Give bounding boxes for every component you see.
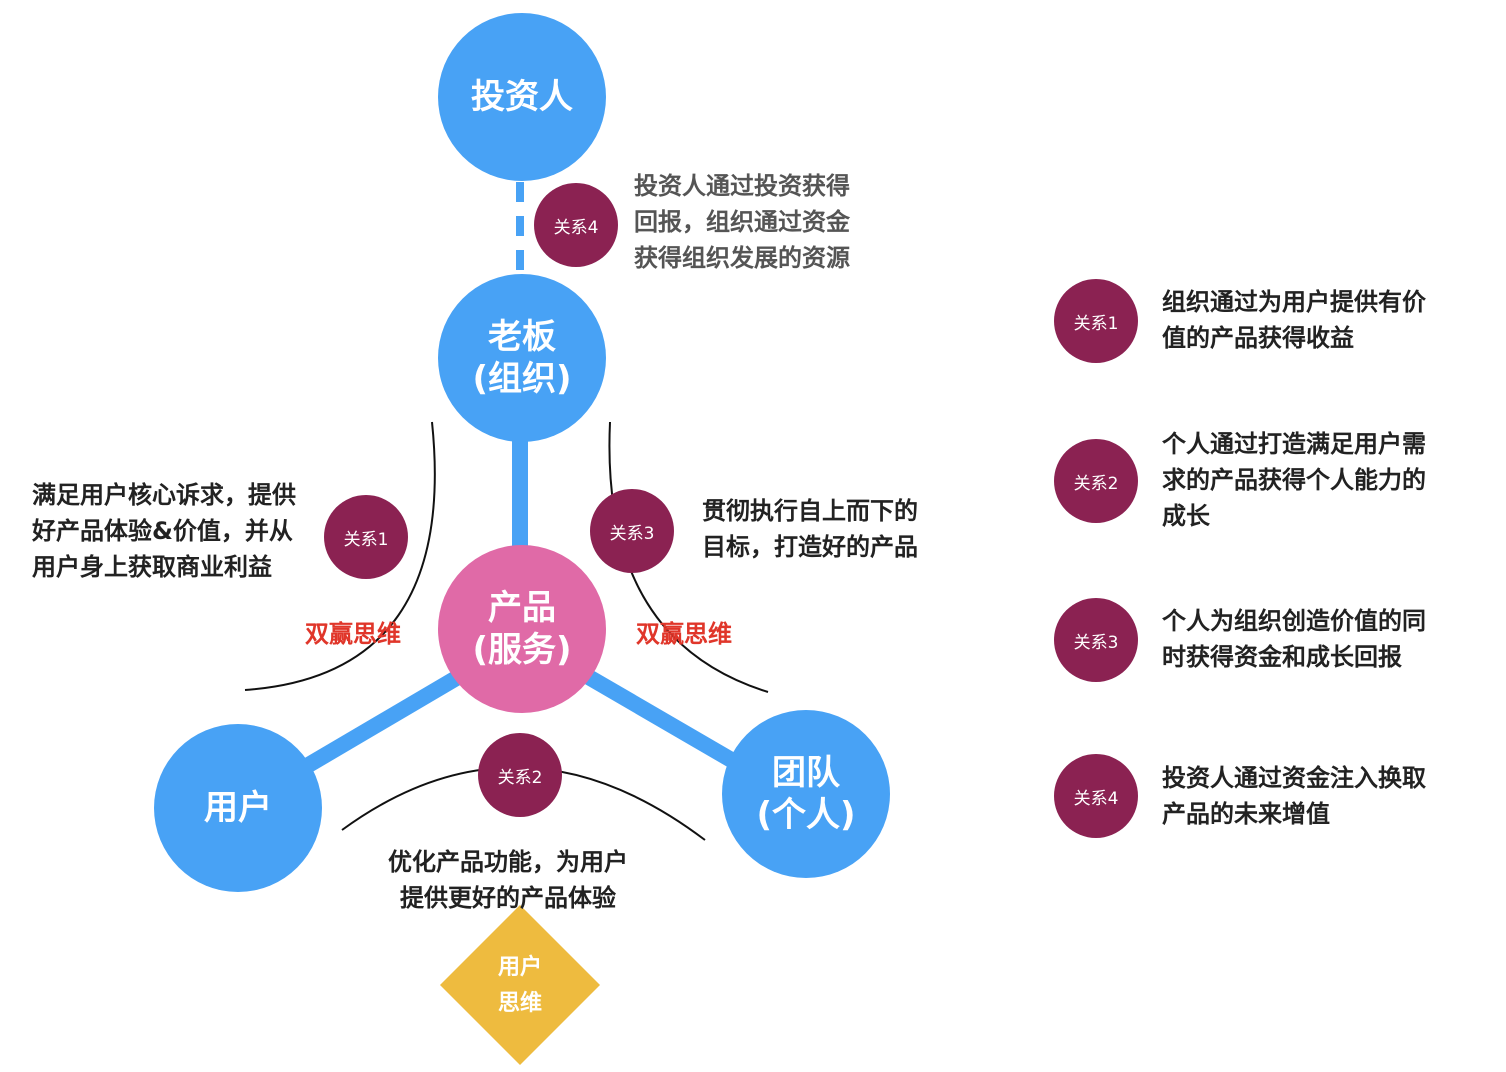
legend-line: 组织通过为用户提供有价 [1162,288,1426,316]
team-label-line2: (个人) [756,795,856,835]
winwin-right-label: 双赢思维 [636,620,732,648]
investor-note: 投资人通过投资获得 回报，组织通过资金 获得组织发展的资源 [634,168,850,276]
legend-badge-1: 关系1 [1054,279,1138,363]
legend-line: 投资人通过资金注入换取 [1162,764,1426,792]
relation4-badge: 关系4 [534,183,618,267]
product-relation-note: 优化产品功能，为用户 提供更好的产品体验 [388,844,628,916]
right-arc [608,421,769,693]
legend-line: 值的产品获得收益 [1162,324,1354,352]
user-label: 用户 [204,787,272,828]
user-thinking-diamond [440,905,600,1065]
relation1-badge: 关系1 [324,495,408,579]
legend-text-3: 个人为组织创造价值的同 时获得资金和成长回报 [1162,603,1426,675]
legend-line: 求的产品获得个人能力的 [1162,466,1426,494]
team-relation-note-line: 贯彻执行自上而下的 [702,497,918,525]
team-relation-note-line: 目标，打造好的产品 [702,533,918,561]
relation3-badge: 关系3 [590,489,674,573]
relation2-badge: 关系2 [478,733,562,817]
user-thinking-line2: 思维 [497,991,542,1016]
investor-note-line: 投资人通过投资获得 [634,172,850,200]
team-node: 团队 (个人) [722,710,890,878]
legend-badge-4: 关系4 [1054,754,1138,838]
product-label-line2: (服务) [472,630,572,670]
user-thinking-line1: 用户 [497,955,542,980]
investor-label: 投资人 [471,76,573,117]
user-thinking-label: 用户 思维 [470,950,570,1022]
team-label-line1: 团队 [772,752,840,793]
legend-text-2: 个人通过打造满足用户需 求的产品获得个人能力的 成长 [1162,426,1426,534]
legend-badge-2: 关系2 [1054,439,1138,523]
product-team-connector [575,665,745,772]
legend-line: 时获得资金和成长回报 [1162,643,1402,671]
boss-node: 老板 (组织) [438,274,606,442]
team-relation-note: 贯彻执行自上而下的 目标，打造好的产品 [702,493,918,565]
product-relation-note-line: 优化产品功能，为用户 [388,848,628,876]
legend-line: 个人通过打造满足用户需 [1162,430,1426,458]
legend-line: 个人为组织创造价值的同 [1162,607,1426,635]
boss-label-line2: (组织) [472,359,572,399]
boss-label-line1: 老板 [488,316,556,357]
investor-node: 投资人 [438,13,606,181]
product-label-line1: 产品 [488,587,556,628]
investor-note-line: 获得组织发展的资源 [634,244,850,272]
user-relation-note-line: 用户身上获取商业利益 [32,553,272,581]
winwin-left-label: 双赢思维 [305,620,401,648]
legend-line: 产品的未来增值 [1162,800,1330,828]
left-arc [244,421,436,691]
product-user-connector [295,663,475,777]
legend-line: 成长 [1162,502,1210,530]
product-relation-note-line: 提供更好的产品体验 [400,884,616,912]
legend-text-1: 组织通过为用户提供有价 值的产品获得收益 [1162,284,1426,356]
user-relation-note-line: 满足用户核心诉求，提供 [32,481,296,509]
investor-note-line: 回报，组织通过资金 [634,208,850,236]
product-node: 产品 (服务) [438,545,606,713]
user-relation-note-line: 好产品体验&价值，并从 [32,517,293,545]
legend-text-4: 投资人通过资金注入换取 产品的未来增值 [1162,760,1426,832]
user-node: 用户 [154,724,322,892]
legend-badge-3: 关系3 [1054,598,1138,682]
user-relation-note: 满足用户核心诉求，提供 好产品体验&价值，并从 用户身上获取商业利益 [32,477,296,585]
